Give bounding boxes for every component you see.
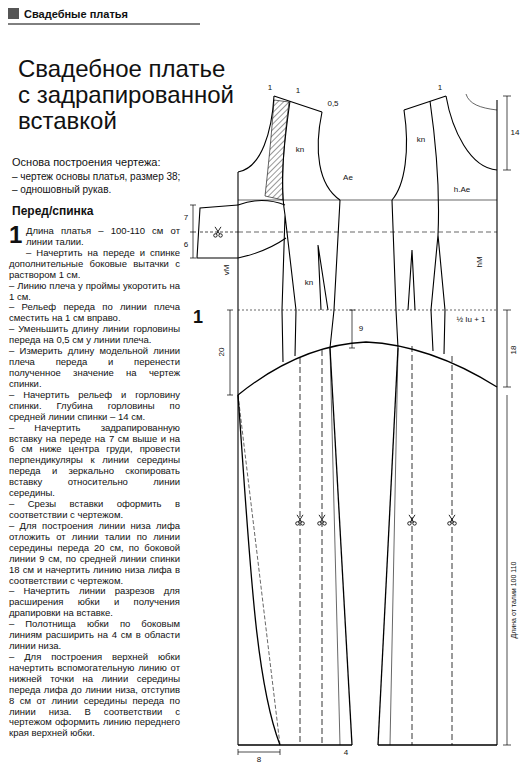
instruction-text: Длина платья – 100-110 см от линии талии… <box>9 226 180 248</box>
instruction-text: – Начертить рельеф и горловину спинки. Г… <box>9 390 180 423</box>
hem-line <box>238 744 497 745</box>
instruction-text: – Для построения верхней юбки начертить … <box>9 652 180 739</box>
instruction-text: – Срезы вставки оформить в соответствии … <box>9 499 180 521</box>
dimension-label: 20 <box>218 347 227 358</box>
armhole-line <box>238 200 497 201</box>
instruction-text: – Линию плеча у проймы укоротить на 1 см… <box>9 281 180 303</box>
back-side-original <box>390 348 398 745</box>
dimension-label: 18 <box>510 345 519 356</box>
dimension-label: 1 <box>437 84 443 93</box>
front-neckline <box>238 96 274 172</box>
page-title: Свадебное платье с задрапированной встав… <box>18 56 237 134</box>
waist-line <box>238 310 497 311</box>
basis-heading: Основа построения чертежа: <box>12 156 161 168</box>
scissors-marks <box>214 227 457 525</box>
length-note: Длина от талии 100 110 <box>510 561 518 640</box>
pattern-mark: kn <box>416 136 426 145</box>
center-back-mark: hM <box>476 255 485 268</box>
insert-outline <box>238 201 286 259</box>
pattern-mark: Ae <box>342 174 354 183</box>
dimension-label: 4 <box>343 749 349 758</box>
back-shoulder <box>404 96 446 110</box>
center-front-mark: vM <box>223 264 232 277</box>
bust-line <box>238 232 497 233</box>
back-relief <box>430 101 445 354</box>
front-side-seam <box>330 200 340 348</box>
helper-line <box>238 395 280 745</box>
old-back-neck <box>466 94 497 110</box>
upper-skirt-edge <box>238 395 280 745</box>
guide-lines <box>238 94 497 745</box>
front-side-dart <box>318 245 328 310</box>
instruction-text: – Начертить линии разрезов для расширени… <box>9 586 180 619</box>
skirt <box>238 342 497 745</box>
dimension-label: 7 <box>183 214 189 223</box>
dimension-label: 14 <box>510 129 521 138</box>
dimension-label: 1 <box>267 84 273 93</box>
instruction-text: – Рельеф переда по линии плеча сместить … <box>9 302 180 324</box>
front-piece <box>197 96 340 745</box>
instruction-text: – Уменьшить длину линии горловины переда… <box>9 324 180 346</box>
back-side-seam <box>392 200 398 348</box>
header-square <box>8 8 19 19</box>
dimension-label: 0,5 <box>326 100 339 109</box>
dimension-label: ½ Iu + 1 <box>455 316 486 325</box>
dimension-label: 8 <box>256 756 262 765</box>
instruction-text: – Начертить на переде и спинке дополните… <box>9 248 180 281</box>
insert-copy <box>197 205 238 258</box>
hatched-insert <box>265 100 289 200</box>
front-armhole <box>318 112 340 200</box>
basis-item: – одношовный рукав. <box>12 184 111 195</box>
front-skirt-side <box>330 348 352 745</box>
back-armhole <box>392 110 407 200</box>
dimension-label: 6 <box>183 241 189 250</box>
front-relief <box>282 101 296 362</box>
instruction-text: – Измерить длину модельной линии плеча п… <box>9 346 180 390</box>
bodice-hem-curve <box>238 342 497 395</box>
back-side-dart <box>408 250 415 310</box>
back-neckline <box>446 96 497 170</box>
instruction-text: – Для построения линии низа лифа отложит… <box>9 521 180 587</box>
back-piece <box>392 96 497 745</box>
dimension-lines <box>190 96 511 755</box>
slash-lines <box>300 346 452 745</box>
pattern-mark: h.Ae <box>453 186 471 195</box>
step-number: 1 <box>9 222 22 248</box>
dimension-label: 9 <box>358 325 364 334</box>
pattern-mark: kn <box>295 146 305 155</box>
instruction-text: – Полотнища юбки по боковым линиям расши… <box>9 619 180 652</box>
section-header: Свадебные платья <box>24 8 128 20</box>
dimension-label: 1 <box>295 87 301 96</box>
instruction-column: Длина платья – 100-110 см от линии талии… <box>9 226 180 739</box>
figure-number: 1 <box>192 308 204 328</box>
pattern-mark: kn <box>304 279 314 288</box>
header-rule <box>8 24 200 25</box>
front-shoulder <box>274 96 322 112</box>
instruction-text: – Начертить задрапированную вставку на п… <box>9 423 180 499</box>
basis-item: – чертеж основы платья, размер 38; <box>12 171 180 182</box>
section-heading: Перед/спинка <box>12 205 93 218</box>
center-back <box>496 100 497 745</box>
front-side-original <box>330 348 340 745</box>
back-skirt-side <box>378 348 398 745</box>
